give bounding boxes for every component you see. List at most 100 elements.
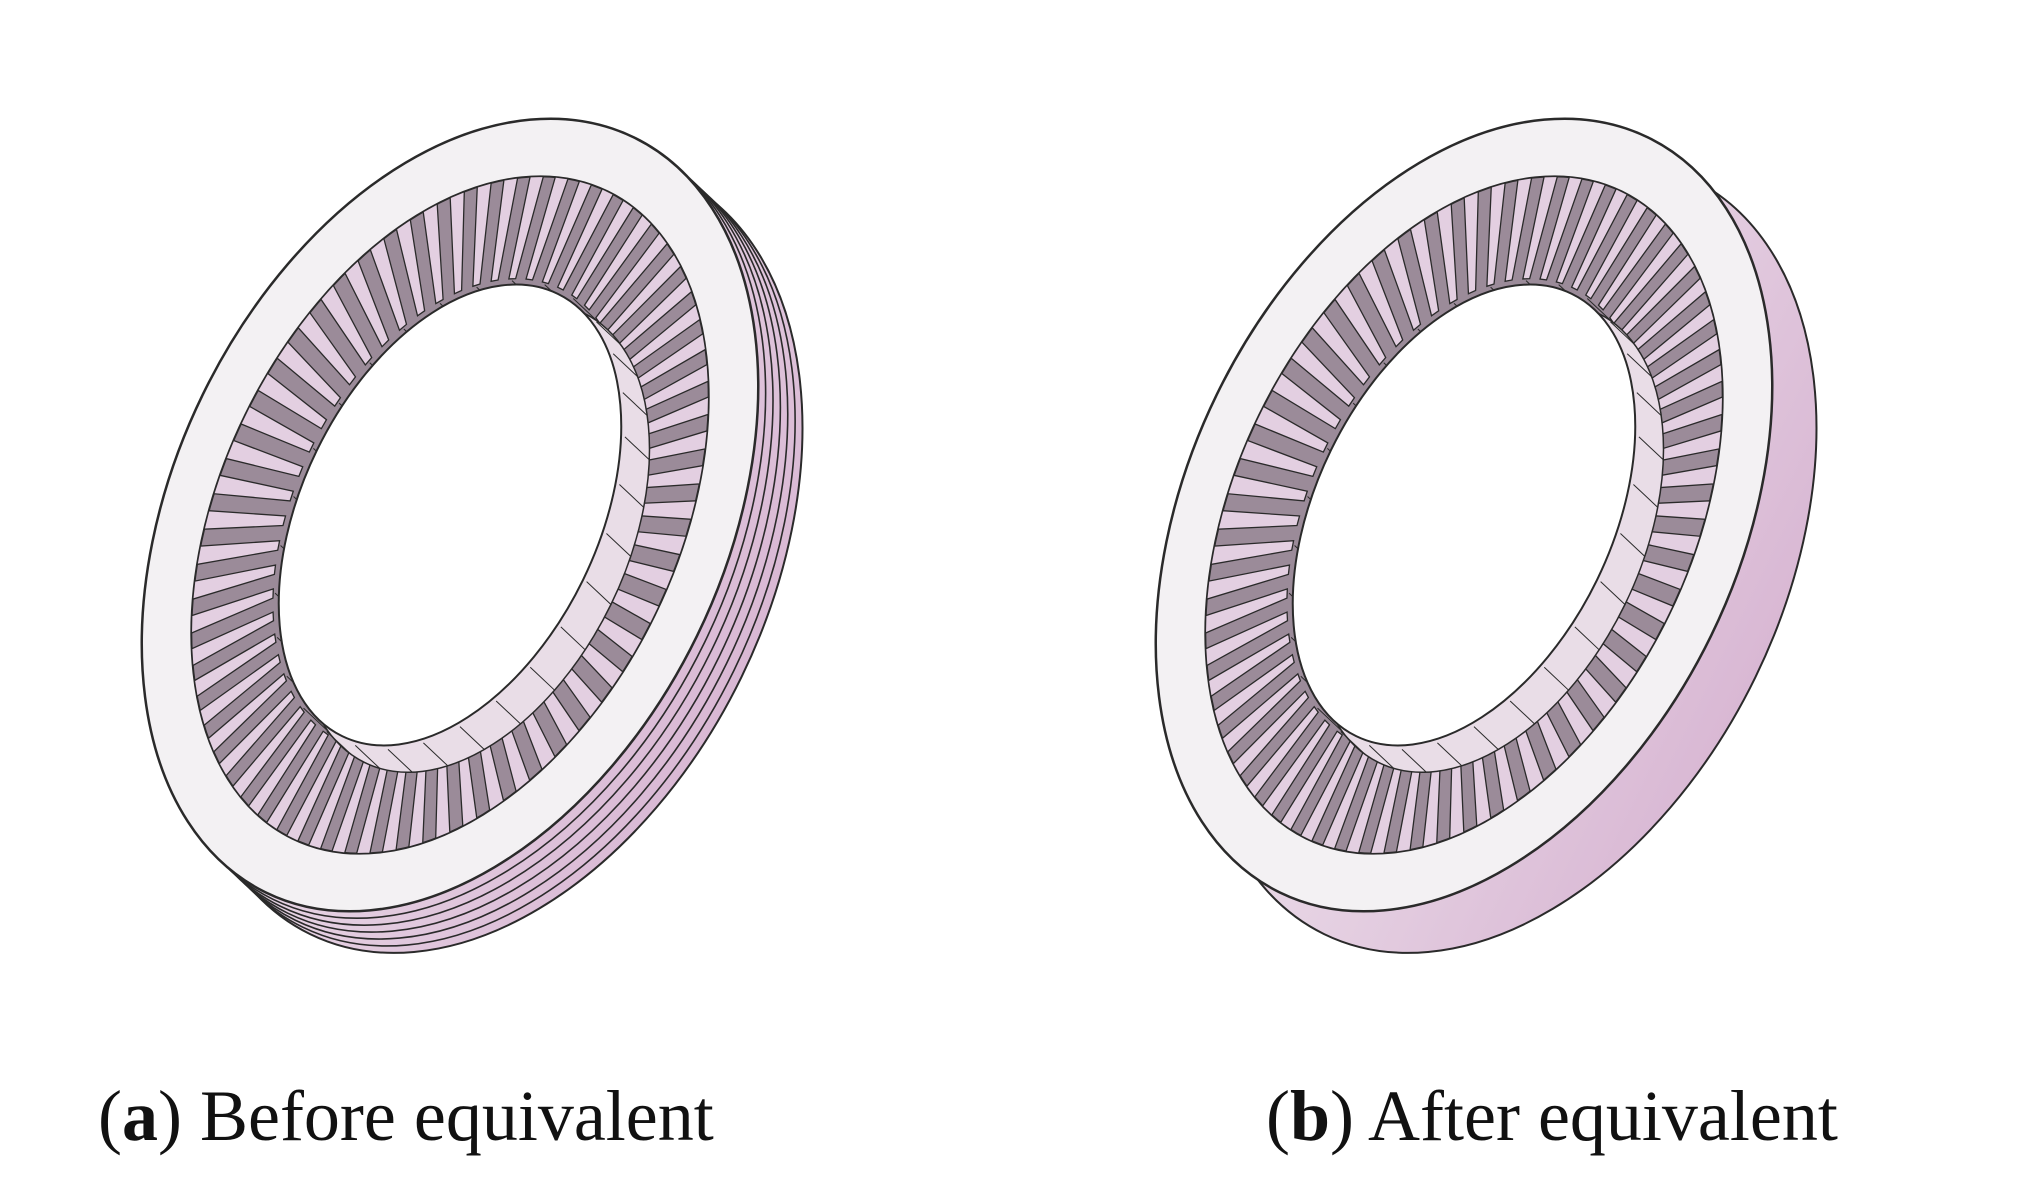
- stator-slot: [1555, 180, 1607, 285]
- stator-slot: [1207, 632, 1291, 698]
- stator-slot: [1217, 510, 1301, 530]
- stator-slot: [320, 284, 373, 366]
- stator-slot: [395, 218, 426, 317]
- stator-slot: [231, 705, 305, 799]
- stator-slot: [276, 340, 342, 408]
- stator-slot: [490, 177, 519, 283]
- bore-tooth-line: [529, 666, 555, 691]
- stator-slot: [207, 672, 288, 754]
- panel-a: (a) Before equivalent: [0, 0, 1013, 1201]
- stator-slot: [1383, 237, 1422, 332]
- bore-tooth-line: [622, 392, 648, 416]
- stator-slot: [1271, 372, 1342, 430]
- bore-tooth-line: [572, 298, 598, 322]
- stator-slot: [1253, 405, 1329, 453]
- stator-slot: [1239, 439, 1318, 478]
- stator-bore: [277, 283, 623, 747]
- stator-slot: [1232, 690, 1310, 778]
- bore-tooth-line: [1636, 392, 1662, 416]
- stator-bore: [1291, 283, 1637, 747]
- bore-tooth-line: [1626, 353, 1652, 377]
- bore-tooth-line: [1543, 666, 1569, 691]
- stator-slot: [1486, 181, 1506, 288]
- bore-tooth-line: [1340, 731, 1366, 755]
- stator-slot: [1436, 202, 1458, 305]
- bore-tooth-line: [1437, 742, 1463, 767]
- stator-slot: [508, 175, 545, 280]
- stator-slot: [1213, 653, 1295, 727]
- bore-tooth-line: [326, 731, 352, 755]
- bore-tooth-line: [619, 484, 645, 508]
- stator-slot: [1597, 213, 1667, 311]
- stator-slot: [225, 439, 304, 478]
- bore-tooth-line: [423, 742, 449, 767]
- stator-slot: [556, 187, 615, 291]
- stator-slot: [190, 588, 274, 635]
- stator-slot: [541, 180, 593, 285]
- bore-tooth-line: [1574, 626, 1600, 651]
- stator-slot: [369, 237, 408, 332]
- bore-tooth-line: [1509, 700, 1535, 725]
- stator-slot: [212, 474, 295, 502]
- stator-slot: [472, 181, 492, 288]
- stator-slot: [1245, 705, 1319, 799]
- caption-a-letter: a: [121, 1076, 158, 1156]
- stator-slot: [218, 690, 296, 778]
- stator-slot: [203, 510, 287, 530]
- stator-slot: [1504, 177, 1533, 283]
- stator-slot: [1584, 199, 1649, 300]
- bore-tooth-line: [586, 581, 612, 605]
- bore-tooth-line: [1600, 581, 1626, 605]
- stator-slot: [191, 611, 275, 667]
- stator-slot: [1206, 564, 1291, 601]
- bore-tooth-line: [1620, 533, 1646, 557]
- bore-tooth-line: [596, 321, 622, 346]
- bore-tooth-line: [1473, 726, 1499, 750]
- stator-slot: [1205, 611, 1289, 667]
- stator-slot: [1358, 259, 1404, 348]
- bore-tooth-line: [1368, 745, 1394, 769]
- bore-tooth-line: [387, 748, 413, 773]
- stator-slot: [1334, 284, 1387, 366]
- bore-tooth-line: [624, 436, 650, 461]
- bore-tooth-line: [303, 707, 329, 732]
- panel-b: (b) After equivalent: [1014, 0, 2027, 1201]
- caption-a: (a) Before equivalent: [98, 1076, 714, 1156]
- stator-slot: [525, 176, 569, 281]
- bore-tooth-line: [495, 700, 521, 725]
- bore-tooth-line: [1401, 748, 1427, 773]
- stator-slot: [297, 311, 357, 386]
- stator-slot: [257, 372, 328, 430]
- caption-b-letter: b: [1289, 1076, 1331, 1156]
- bore-tooth-line: [560, 626, 586, 651]
- stator-slot: [239, 405, 315, 453]
- stator-slot: [1221, 672, 1302, 754]
- stator-slot: [1204, 588, 1288, 635]
- bore-tooth-line: [1586, 298, 1612, 322]
- stator-slot: [193, 632, 277, 698]
- stator-slot: [1409, 218, 1440, 317]
- stator-slot: [1290, 340, 1356, 408]
- caption-b-text: After equivalent: [1368, 1076, 1838, 1156]
- bore-tooth-line: [354, 745, 380, 769]
- stator-slot: [1210, 539, 1295, 566]
- stator-slot: [247, 719, 317, 817]
- bore-tooth-line: [606, 533, 632, 557]
- bore-tooth-line: [459, 726, 485, 750]
- stator-slot: [422, 202, 444, 305]
- stator-slot: [583, 213, 653, 311]
- bore-tooth-line: [612, 353, 638, 377]
- bore-tooth-line: [1317, 707, 1343, 732]
- stator-slot: [265, 730, 330, 831]
- stator-slot: [192, 564, 277, 601]
- stator-slot: [1261, 719, 1331, 817]
- stator-after-equivalent: [1154, 117, 1818, 954]
- stator-slot: [344, 259, 390, 348]
- stator-slot: [1570, 187, 1629, 291]
- stator-slot: [449, 190, 465, 295]
- stator-slot: [1279, 730, 1344, 831]
- stator-before-equivalent: [140, 117, 804, 954]
- stator-slot: [199, 653, 281, 727]
- bore-tooth-line: [1610, 321, 1636, 346]
- bore-tooth-line: [1633, 484, 1659, 508]
